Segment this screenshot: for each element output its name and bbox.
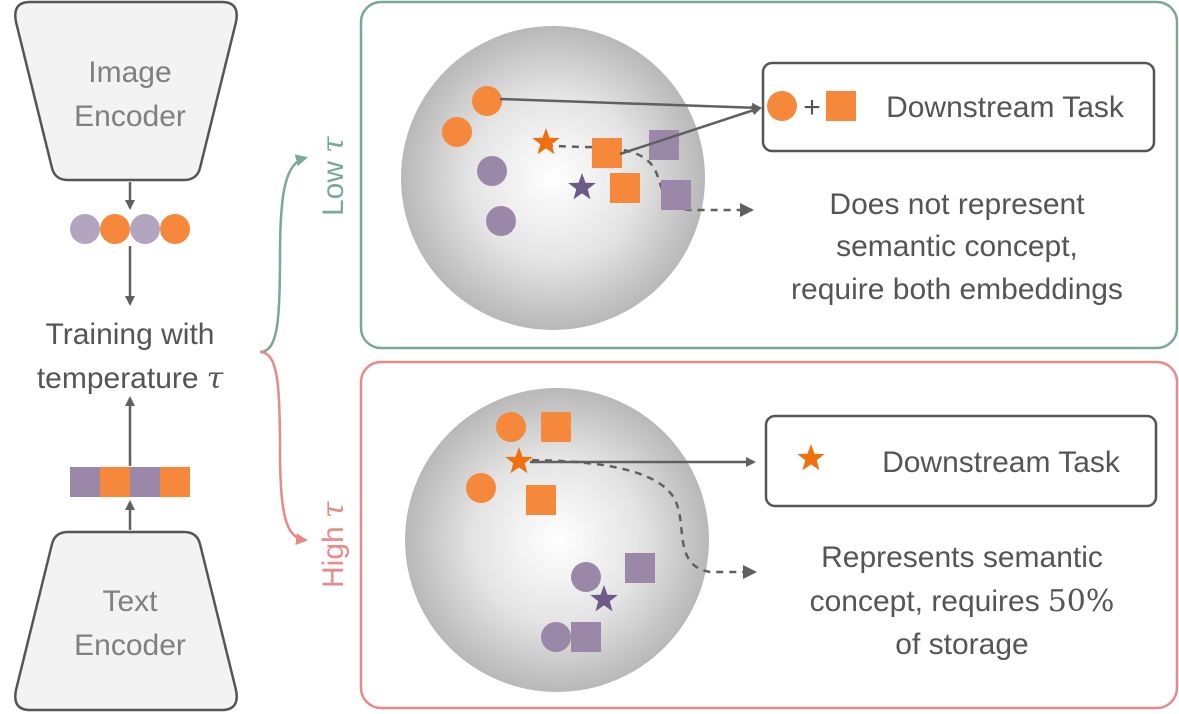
high-note-line3: of storage <box>895 628 1028 661</box>
low-image-point <box>442 117 472 147</box>
image-encoder-label-line1: Image <box>88 56 171 89</box>
low-text-point <box>649 130 679 160</box>
high-text-point <box>541 412 571 442</box>
low-task-circle-icon <box>767 91 797 121</box>
low-tau-branch-arrow <box>259 154 308 354</box>
image-encoder-shape <box>14 0 238 182</box>
high-image-point <box>541 622 571 652</box>
high-note-line1: Represents semantic <box>821 541 1103 574</box>
high-tau-branch-arrow <box>259 350 308 546</box>
high-tau-label: Highτ <box>316 501 351 588</box>
low-downstream-task-box <box>761 61 1156 153</box>
low-note-line3: require both embeddings <box>791 273 1123 306</box>
high-downstream-task-box <box>764 414 1158 508</box>
low-task-plus: + <box>803 91 821 124</box>
low-star-purple <box>568 173 596 200</box>
high-star-orange <box>505 447 533 474</box>
low-task-square-icon <box>826 91 856 121</box>
high-task-label: Downstream Task <box>882 446 1121 479</box>
high-text-point <box>625 553 655 583</box>
low-text-point <box>661 180 691 210</box>
low-image-point <box>486 206 516 236</box>
low-note-line1: Does not represent <box>829 188 1085 221</box>
low-image-point <box>477 156 507 186</box>
text-encoder-label-line2: Encoder <box>74 629 186 662</box>
image-encoder-label-line2: Encoder <box>74 100 186 133</box>
low-arrow-circle-to-task <box>499 97 762 113</box>
text-encoder-shape <box>14 530 238 712</box>
high-text-point <box>571 622 601 652</box>
image-embedding <box>70 214 190 244</box>
high-star-purple <box>590 585 618 612</box>
low-text-point <box>610 173 640 203</box>
high-image-point <box>496 412 526 442</box>
low-arrow-square-to-task <box>619 105 762 156</box>
low-tau-embedding-sphere <box>401 26 705 330</box>
high-tau-embedding-sphere <box>405 388 709 692</box>
text-embedding <box>70 467 190 497</box>
training-label-line1: Training with <box>46 318 215 351</box>
low-task-label: Downstream Task <box>886 91 1125 124</box>
text-encoder-label-line1: Text <box>102 585 158 618</box>
low-note-line2: semantic concept, <box>836 230 1078 263</box>
low-star-orange <box>532 128 560 155</box>
high-task-star-icon <box>797 444 825 471</box>
low-tau-label: Lowτ <box>316 136 351 216</box>
high-text-point <box>526 485 556 515</box>
high-image-point <box>571 562 601 592</box>
high-image-point <box>466 473 496 503</box>
low-text-point <box>592 138 622 168</box>
low-image-point <box>472 86 502 116</box>
